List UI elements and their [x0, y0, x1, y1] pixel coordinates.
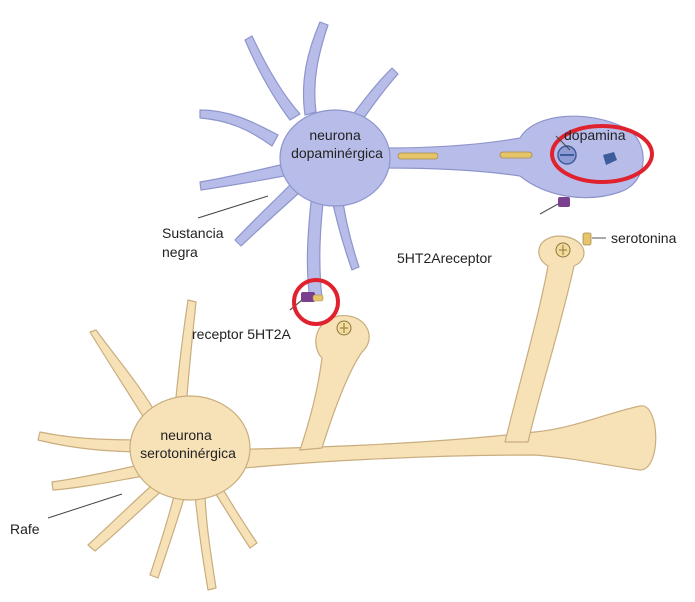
- bouton-vesicle-middle-icon: [337, 321, 351, 335]
- receptor-terminal-icon: [540, 197, 570, 214]
- pointer-raphe: [48, 494, 122, 518]
- pointer-substantia-nigra: [198, 196, 268, 218]
- label-5ht2a-receptor: 5HT2Areceptor: [397, 250, 492, 266]
- label-receptor-5ht2a: receptor 5HT2A: [192, 326, 291, 342]
- label-substantia-nigra: Sustancia negra: [162, 225, 227, 260]
- dopamine-vesicle-icon: [558, 146, 576, 164]
- bouton-vesicle-right-icon: [556, 243, 570, 257]
- label-raphe: Rafe: [10, 521, 40, 537]
- serotonin-molecule-icon: [583, 233, 606, 245]
- serotonergic-neuron: [38, 236, 656, 590]
- label-dopamine: dopamina: [564, 127, 626, 143]
- label-serotonin: serotonina: [611, 230, 677, 246]
